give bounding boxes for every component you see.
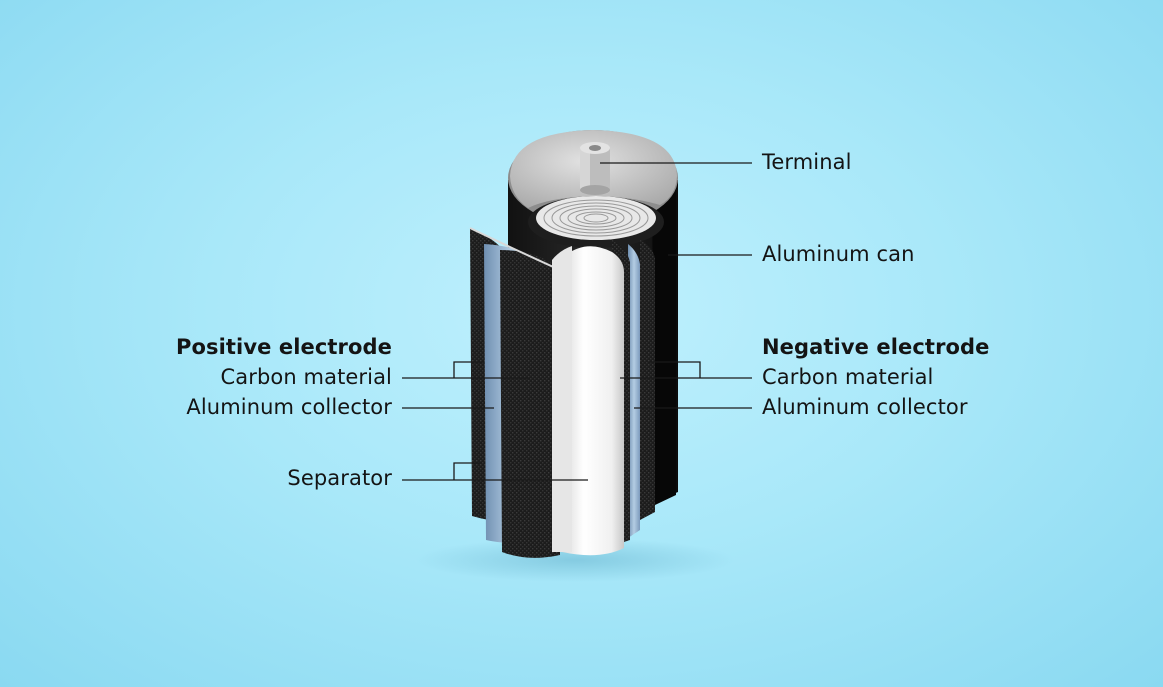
leader-sep-bracket xyxy=(453,462,480,480)
terminal-post xyxy=(580,142,610,195)
label-terminal: Terminal xyxy=(762,150,852,174)
label-aluminum-can: Aluminum can xyxy=(762,242,915,266)
label-negative-collector: Aluminum collector xyxy=(762,395,968,419)
leader-pos-bracket xyxy=(453,361,484,378)
separator-sheet xyxy=(552,246,624,556)
label-negative-carbon: Carbon material xyxy=(762,365,934,389)
leader-lines xyxy=(402,162,752,481)
label-positive-carbon: Carbon material xyxy=(220,365,392,389)
label-positive-electrode: Positive electrode xyxy=(175,335,392,359)
cell-shadow xyxy=(415,538,735,582)
label-negative-electrode: Negative electrode xyxy=(762,335,990,359)
leader-neg-bracket xyxy=(648,361,701,378)
label-separator: Separator xyxy=(287,466,392,490)
label-positive-collector: Aluminum collector xyxy=(186,395,392,419)
positive-electrode-layers xyxy=(469,227,561,558)
spiral-windings xyxy=(528,196,664,248)
